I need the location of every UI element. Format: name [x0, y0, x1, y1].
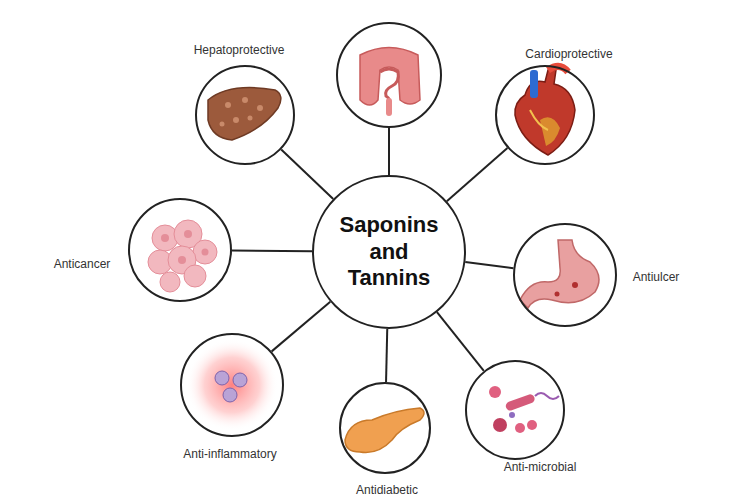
effect-label: Hepatoprotective — [194, 43, 285, 57]
effect-circle: Anti-microbial — [465, 360, 565, 460]
effect-label: Antiulcer — [633, 270, 680, 284]
effect-label: Antidiabetic — [356, 483, 418, 497]
inflammation-icon — [180, 333, 284, 437]
effect-label: Cardioprotective — [525, 47, 612, 61]
effect-circle: Antiulcer — [513, 223, 617, 327]
spoke-line — [281, 149, 333, 198]
effect-circle: Antidiabetic — [339, 382, 431, 474]
effect-circle: Cardioprotective — [495, 65, 595, 165]
effect-circle: Hepatoprotective — [195, 65, 295, 165]
effect-circle: Anti-inflammatory — [180, 333, 284, 437]
spoke-line — [465, 262, 513, 268]
effect-label: Anticancer — [54, 257, 111, 271]
effect-label: Anti-inflammatory — [183, 447, 276, 461]
center-title: Saponins and Tannins — [333, 212, 445, 292]
spoke-line — [447, 148, 508, 201]
center-circle: Saponins and Tannins — [312, 175, 466, 329]
spoke-line — [232, 250, 312, 252]
effect-circle: Anticancer — [128, 198, 232, 302]
spoke-line — [386, 329, 387, 382]
liver-icon — [195, 65, 295, 165]
microbes-icon — [465, 360, 565, 460]
effect-label: Anti-microbial — [504, 460, 577, 474]
pancreas-icon — [339, 382, 431, 474]
spoke-line — [437, 312, 484, 371]
cancer-cells-icon — [128, 198, 232, 302]
spoke-line — [272, 302, 331, 352]
heart-icon — [495, 65, 595, 165]
stomach-icon — [513, 223, 617, 327]
intestine-icon — [337, 23, 441, 127]
